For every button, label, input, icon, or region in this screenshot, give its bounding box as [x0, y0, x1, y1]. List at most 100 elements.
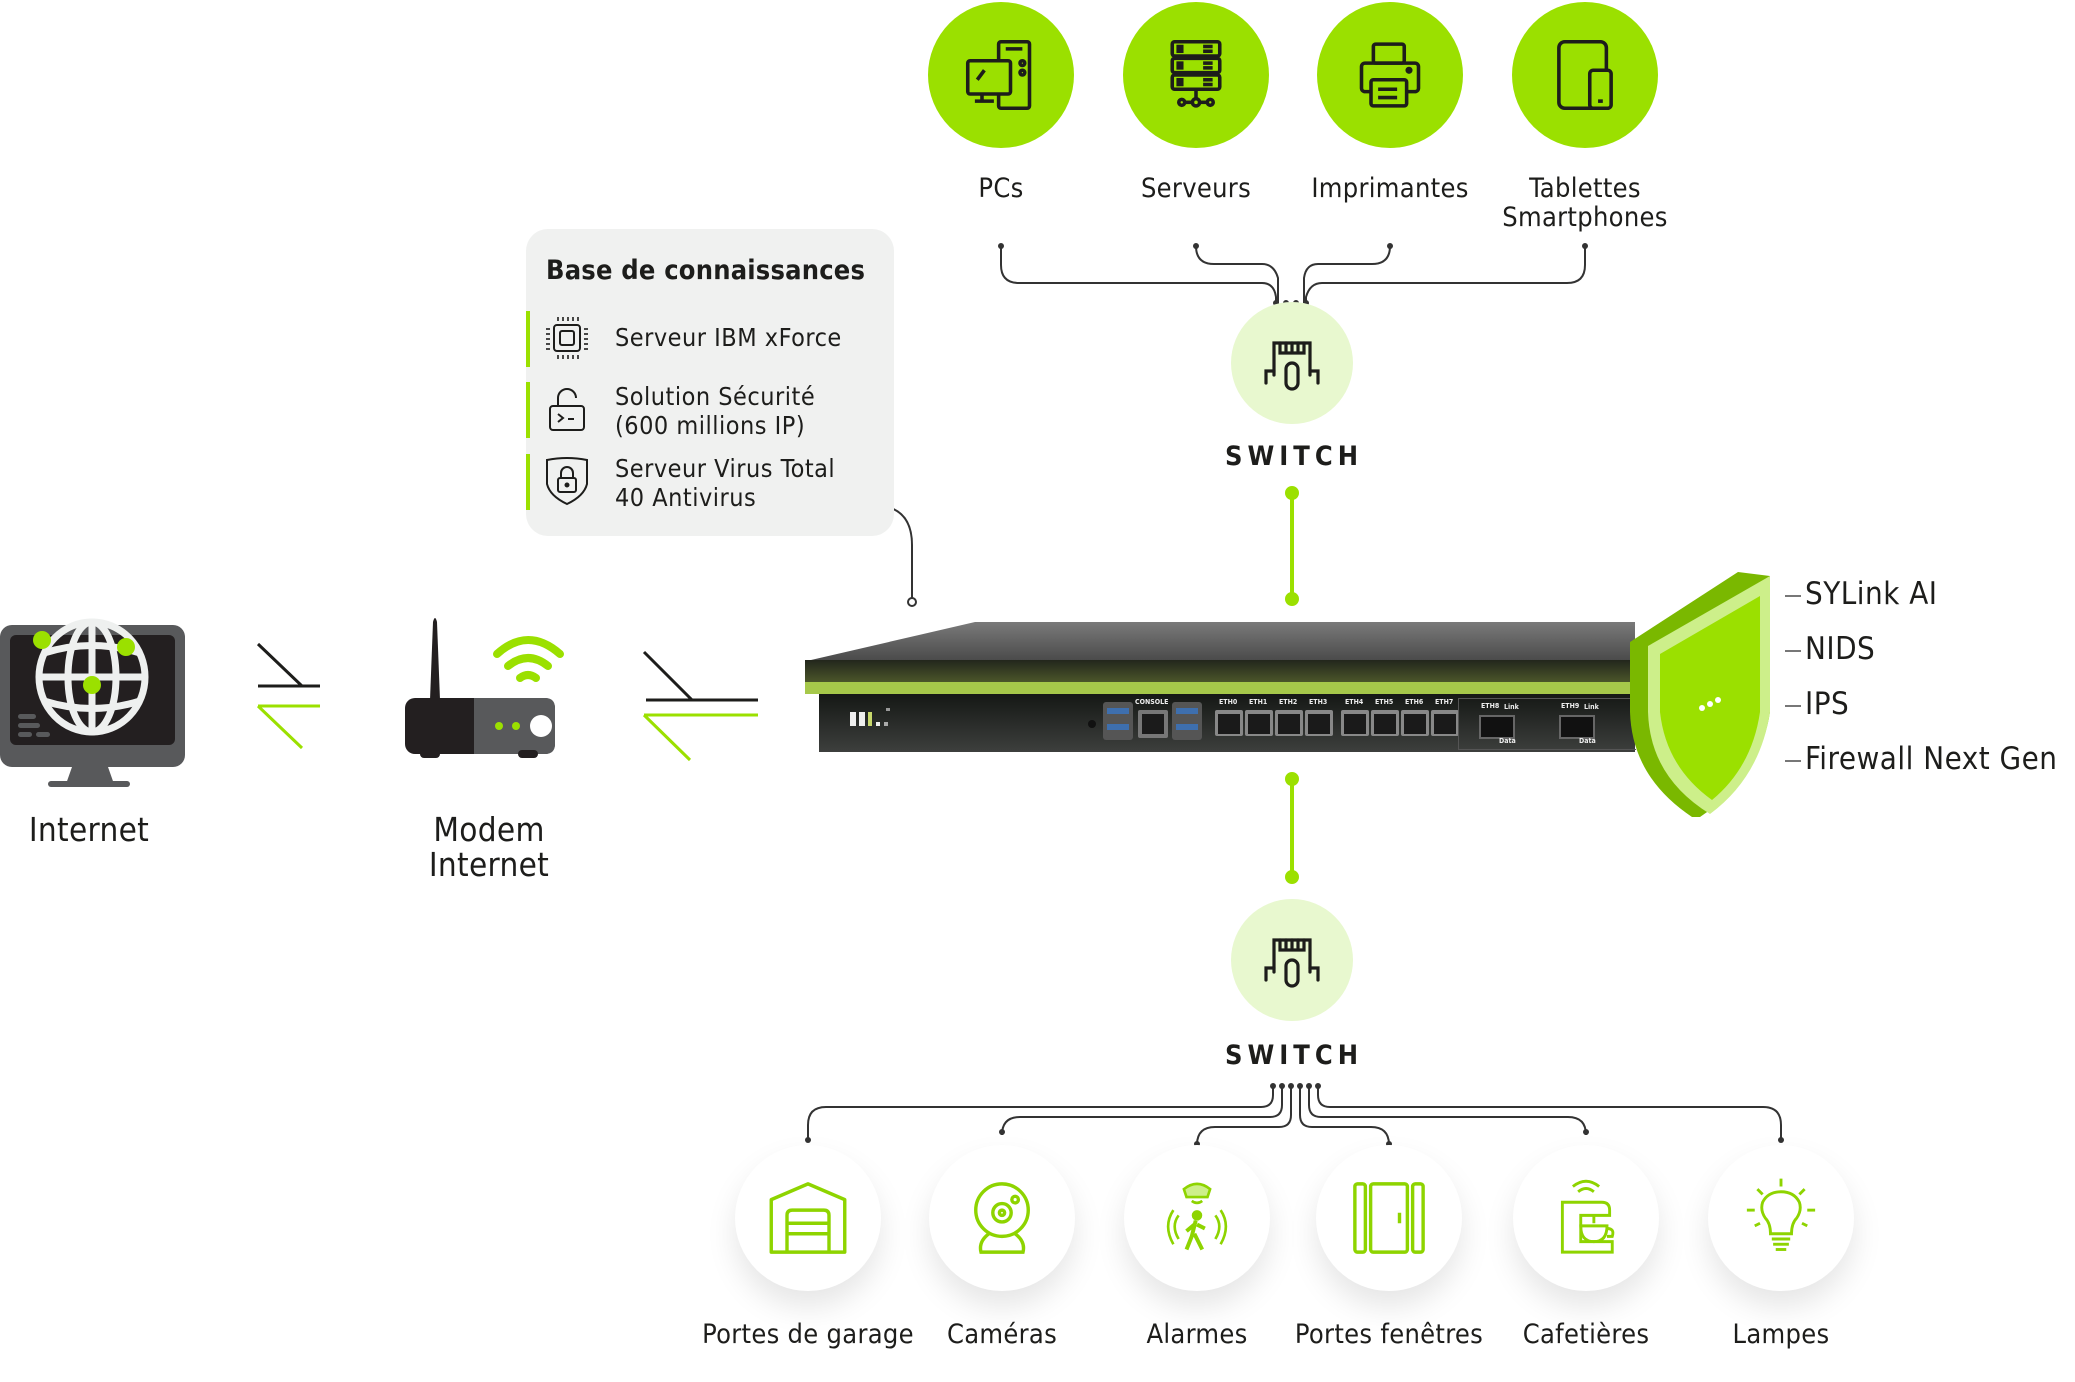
feature-nids: NIDS	[1785, 631, 1875, 667]
camera-circle	[929, 1145, 1075, 1291]
imprimantes-label: Imprimantes	[1311, 173, 1469, 204]
feature-label: SYLink AI	[1805, 576, 1938, 612]
motion-alarm-icon	[1166, 1182, 1228, 1251]
feature-label: Firewall Next Gen	[1805, 741, 2058, 777]
garage-circle	[735, 1145, 881, 1291]
tablettes-label: Tablettes	[1529, 173, 1641, 204]
serveurs-label: Serveurs	[1140, 173, 1252, 204]
modem-router-icon	[405, 618, 564, 758]
sfp2-data-label: Data	[1579, 737, 1596, 745]
eth8-label: ETH8	[1481, 702, 1500, 710]
smart-coffee-maker-icon	[1560, 1179, 1615, 1254]
modem-label-line1: Modem	[433, 810, 545, 849]
feature-sylink-ai: SYLink AI	[1785, 576, 1938, 612]
kb-item-accent-bar	[526, 311, 530, 367]
eth-port-label: ETH0	[1219, 698, 1238, 706]
printer-icon	[1359, 42, 1421, 108]
unlocked-terminal-icon	[549, 388, 585, 431]
eth-port	[1371, 710, 1399, 736]
feature-ips: IPS	[1785, 686, 1849, 722]
pc-icon	[965, 39, 1032, 111]
kb-item-label: Serveur Virus Total	[615, 454, 836, 483]
kb-item-sublabel: 40 Antivirus	[615, 483, 757, 512]
top-switch-circle	[1231, 302, 1353, 424]
bottom-switch-label: SWITCH	[1224, 1040, 1364, 1071]
sfp1-link-label: Link	[1504, 703, 1519, 711]
shield-lock-icon	[546, 457, 588, 506]
french-door-circle	[1316, 1145, 1462, 1291]
light-bulb-icon	[1746, 1178, 1816, 1251]
usb-ports-right	[1172, 702, 1202, 740]
sfp-port-eth8	[1479, 715, 1515, 739]
knowledge-base-panel: Base de connaissances Serveur IBM xForce…	[526, 229, 894, 536]
alarm-circle	[1124, 1145, 1270, 1291]
firewall-appliance: CONSOLE ETH0 ETH1 ETH2 ETH3 ETH4 ETH5 ETH6 ETH7…	[805, 618, 1636, 754]
feature-dash	[1785, 704, 1801, 707]
tablet-smartphone-icon	[1557, 39, 1613, 111]
sfp-panel: ETH8 Link Data ETH9 Link Data	[1458, 698, 1636, 750]
eth-port	[1431, 710, 1459, 736]
smartphones-label: Smartphones	[1502, 202, 1668, 233]
ethernet-connector-icon	[1264, 341, 1320, 391]
kb-item-sublabel: (600 millions IP)	[615, 411, 806, 440]
eth-port-label: ETH2	[1279, 698, 1298, 706]
feature-dash	[1785, 594, 1801, 597]
tablet-circle	[1512, 2, 1658, 148]
usb-ports-left	[1103, 702, 1133, 740]
pc-circle	[928, 2, 1074, 148]
security-shield-icon	[1630, 572, 1770, 817]
eth-port-label: ETH7	[1435, 698, 1454, 706]
eth9-label: ETH9	[1561, 702, 1580, 710]
kb-item-accent-bar	[526, 454, 530, 510]
kb-item-solution-securite: Solution Sécurité (600 millions IP)	[526, 382, 894, 440]
eth-port-label: ETH6	[1405, 698, 1424, 706]
server-icon	[1170, 39, 1222, 108]
cafetieres-label: Cafetières	[1522, 1319, 1650, 1350]
sfp1-data-label: Data	[1499, 737, 1516, 745]
console-port	[1138, 710, 1168, 738]
server-circle	[1123, 2, 1269, 148]
eth-port	[1401, 710, 1429, 736]
feature-firewall-next-gen: Firewall Next Gen	[1785, 741, 2057, 777]
internet-label: Internet	[28, 810, 150, 849]
bottom-switch-circle	[1231, 899, 1353, 1021]
lamp-circle	[1708, 1145, 1854, 1291]
internet-globe-monitor-icon	[0, 618, 185, 787]
console-label: CONSOLE	[1135, 698, 1169, 706]
feature-label: IPS	[1805, 686, 1850, 722]
french-door-icon	[1353, 1182, 1425, 1254]
lampes-label: Lampes	[1732, 1319, 1830, 1350]
feature-dash	[1785, 649, 1801, 652]
chip-icon	[546, 317, 588, 359]
alarmes-label: Alarmes	[1146, 1319, 1248, 1350]
eth-port	[1275, 710, 1303, 736]
garage-door-icon	[769, 1182, 847, 1254]
eth-port	[1245, 710, 1273, 736]
ethernet-connector-icon	[1264, 938, 1320, 988]
eth-port-label: ETH5	[1375, 698, 1394, 706]
kb-item-label: Solution Sécurité	[615, 382, 816, 411]
garage-label: Portes de garage	[702, 1319, 914, 1350]
eth-port-label: ETH1	[1249, 698, 1268, 706]
kb-item-label: Serveur IBM xForce	[615, 323, 842, 352]
eth-port	[1305, 710, 1333, 736]
feature-dash	[1785, 759, 1801, 762]
kb-item-virus-total: Serveur Virus Total 40 Antivirus	[526, 454, 894, 512]
eth-port	[1215, 710, 1243, 736]
reset-button[interactable]	[1088, 720, 1096, 728]
eth-port-label: ETH3	[1309, 698, 1328, 706]
brand-logo	[850, 708, 920, 730]
knowledge-base-title: Base de connaissances	[546, 255, 866, 286]
pcs-label: PCs	[978, 173, 1024, 204]
printer-circle	[1317, 2, 1463, 148]
sfp2-link-label: Link	[1584, 703, 1599, 711]
sfp-port-eth9	[1559, 715, 1595, 739]
kb-item-ibm-xforce: Serveur IBM xForce	[526, 311, 894, 367]
eth-port-label: ETH4	[1345, 698, 1364, 706]
feature-label: NIDS	[1805, 631, 1876, 667]
webcam-icon	[974, 1182, 1030, 1254]
coffee-maker-circle	[1513, 1145, 1659, 1291]
kb-item-accent-bar	[526, 382, 530, 438]
modem-label-line2: Internet	[428, 845, 550, 884]
eth-port	[1341, 710, 1369, 736]
